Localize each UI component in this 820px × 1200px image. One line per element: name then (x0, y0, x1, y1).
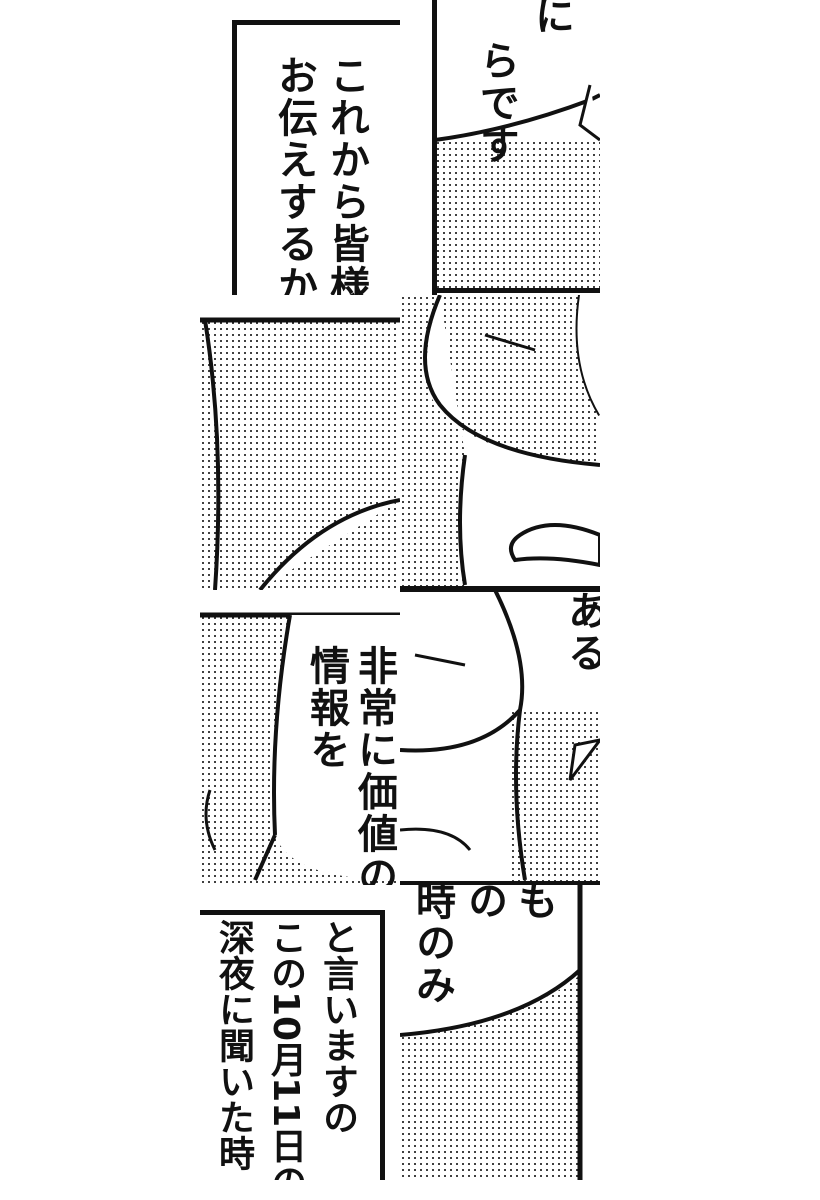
speech-text: ある (561, 590, 600, 674)
speech-text: らです (473, 40, 519, 166)
speech-text: も (511, 885, 557, 922)
narration-text: 深夜に聞いた時 (213, 919, 254, 1171)
speech-text: の (461, 885, 507, 922)
speech-text: 時のみ (409, 885, 455, 1006)
speech-text: に (528, 0, 574, 37)
manga-tile-narration-1: これから皆様 お伝えするか (200, 0, 400, 295)
character-body-outline (400, 590, 600, 885)
narration-text: と言いますの (317, 919, 358, 1135)
character-face-outline (400, 295, 600, 590)
speech-bubble-outline (200, 612, 400, 881)
speech-text: 情報を (303, 645, 349, 771)
narration-text: これから皆様 (323, 55, 369, 295)
narration-text: お伝えするか (271, 55, 317, 295)
manga-tile-speech-3: も の 時のみ (400, 885, 600, 1180)
manga-tile-speech-1: に らです (400, 0, 600, 295)
speech-bubble-outline (400, 885, 583, 1180)
figure-outline (200, 317, 400, 590)
manga-tile-narration-2: と言いますの この10月11日の 深夜に聞いた時 (200, 885, 400, 1180)
speech-bubble-outline (434, 84, 600, 142)
narration-text: この10月11日の (265, 919, 306, 1180)
manga-tile-background-1 (200, 295, 400, 590)
manga-tile-speech-2: 非常に価値の 情報を (200, 590, 400, 885)
speech-text: 非常に価値の (351, 645, 397, 885)
manga-tile-character-1 (400, 295, 600, 590)
manga-tile-character-2: ある (400, 590, 600, 885)
